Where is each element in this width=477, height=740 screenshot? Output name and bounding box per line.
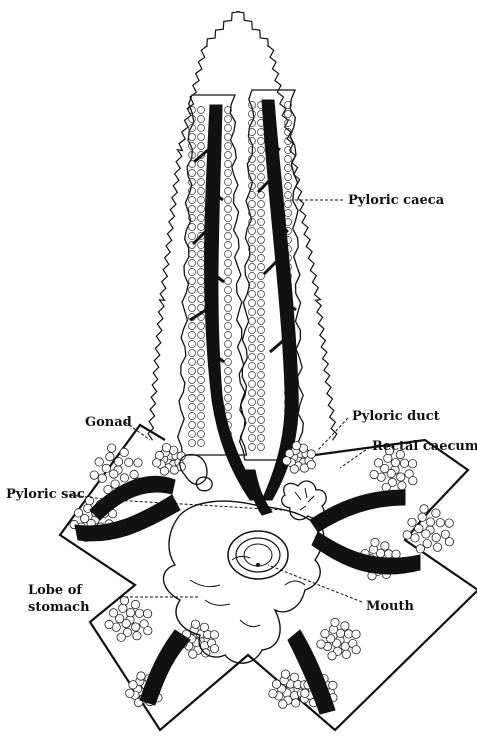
label-gonad: Gonad <box>85 415 132 430</box>
label-lobe-of-stomach-line2: stomach <box>28 600 90 615</box>
label-pyloric-duct: Pyloric duct <box>352 409 440 424</box>
pyloric-sac <box>180 455 212 491</box>
label-pyloric-caeca: Pyloric caeca <box>348 193 445 208</box>
label-lobe-of-stomach-line1: Lobe of <box>28 583 83 598</box>
label-mouth: Mouth <box>366 599 415 614</box>
label-pyloric-sac: Pyloric sac <box>6 487 85 502</box>
mouth <box>228 531 288 579</box>
label-rectal-caecum: Rectal caecum <box>372 439 477 454</box>
